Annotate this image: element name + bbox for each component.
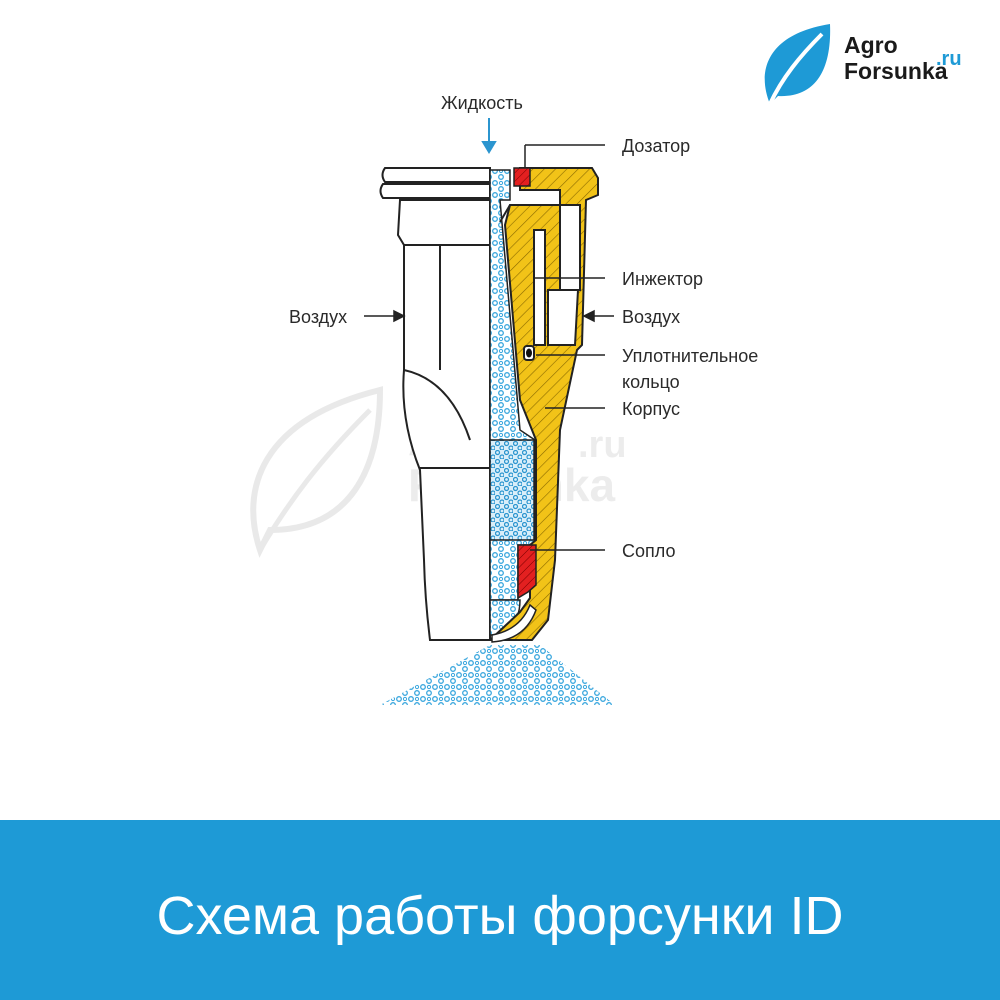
banner-title: Схема работы форсунки ID bbox=[156, 886, 844, 946]
label-liquid: Жидкость bbox=[441, 93, 523, 113]
label-injector: Инжектор bbox=[622, 269, 704, 289]
leaf-icon bbox=[764, 24, 831, 105]
spray-cone bbox=[380, 645, 615, 705]
leader-lines bbox=[364, 144, 614, 551]
dosator-part bbox=[513, 167, 531, 187]
brand-logo[interactable]: Agro Forsunka .ru bbox=[760, 20, 990, 110]
watermark-leaf-icon bbox=[250, 386, 384, 558]
nozzle-diagram: Жидкость Дозатор Инжектор Воздух Воздух … bbox=[289, 93, 759, 705]
brass-body bbox=[487, 167, 599, 641]
label-seal-line2: кольцо bbox=[622, 372, 680, 392]
nozzle-insert bbox=[517, 544, 537, 600]
seal-ring-core bbox=[526, 348, 532, 358]
label-air-left: Воздух bbox=[289, 307, 348, 327]
label-body: Корпус bbox=[622, 399, 681, 419]
nozzle-outlet bbox=[491, 603, 537, 643]
label-seal-line1: Уплотнительное bbox=[622, 346, 759, 366]
title-banner: Схема работы форсунки ID bbox=[0, 820, 1000, 1000]
label-nozzle: Сопло bbox=[622, 541, 676, 561]
label-air-right: Воздух bbox=[622, 307, 681, 327]
nozzle-exterior bbox=[379, 167, 491, 641]
logo-text: Agro Forsunka .ru bbox=[844, 32, 962, 84]
nozzle-drawing bbox=[364, 118, 615, 705]
arrow-icon bbox=[481, 118, 497, 154]
label-dosator: Дозатор bbox=[622, 136, 691, 156]
